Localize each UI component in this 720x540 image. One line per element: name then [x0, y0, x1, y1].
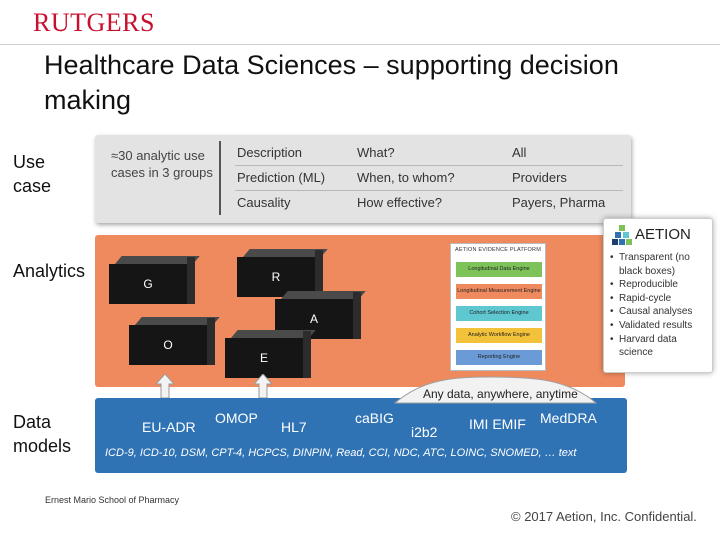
use-case-divider	[219, 141, 221, 215]
row-label-analytics: Analytics	[13, 261, 86, 281]
header-divider	[0, 44, 720, 45]
use-case-type: Description	[237, 145, 303, 160]
use-case-question: How effective?	[357, 195, 443, 210]
footer-copyright: © 2017 Aetion, Inc. Confidential.	[511, 509, 697, 524]
row-divider	[235, 165, 623, 166]
arrow-up-icon	[156, 374, 174, 398]
engine-bar: Reporting Engine	[456, 350, 542, 365]
feature-item: Reproducible	[610, 278, 712, 292]
data-model-item: caBIG	[355, 410, 394, 426]
use-case-panel: ≈30 analytic use cases in 3 groups Descr…	[95, 135, 631, 223]
cube-side	[187, 257, 195, 304]
row-label-data-models: Data models	[13, 412, 72, 456]
feature-item: Validated results	[610, 319, 712, 333]
data-model-item: MedDRA	[540, 410, 597, 426]
analytic-cube-r: R	[237, 249, 328, 297]
slide-title: Healthcare Data Sciences – supporting de…	[44, 50, 619, 115]
analytic-cube-e: E	[225, 330, 316, 378]
use-case-audience: Payers, Pharma	[512, 195, 606, 210]
bubble-caption: Any data, anywhere, anytime	[423, 387, 578, 401]
use-case-type: Prediction (ML)	[237, 170, 326, 185]
arrow-up-icon	[254, 374, 272, 398]
aetion-name: AETION	[635, 226, 691, 243]
data-bubble	[393, 376, 598, 404]
cube-label: E	[259, 351, 268, 365]
use-case-audience: All	[512, 145, 527, 160]
row-label-use-case: Use case	[13, 152, 52, 196]
use-case-audience: Providers	[512, 170, 567, 185]
feature-item: Harvard data science	[610, 333, 712, 360]
use-case-intro: ≈30 analytic use cases in 3 groups	[111, 148, 213, 180]
data-model-item: IMI EMIF	[469, 416, 526, 432]
analytics-panel: G R A O E AETION EVIDENCE PLATFORM Longi…	[95, 235, 625, 387]
data-model-item: EU-ADR	[142, 419, 196, 435]
aetion-features: Transparent (no black boxes) Reproducibl…	[610, 251, 712, 360]
rutgers-logo: RUTGERS	[33, 8, 155, 37]
cube-side	[207, 318, 215, 365]
engine-bar: Longitudinal Data Engine	[456, 262, 542, 277]
data-models-panel: EU-ADR OMOP HL7 caBIG i2b2 IMI EMIF MedD…	[95, 398, 627, 473]
cube-label: O	[163, 338, 173, 352]
platform-title: AETION EVIDENCE PLATFORM	[455, 247, 541, 253]
analytic-cube-o: O	[129, 317, 220, 365]
aetion-callout: AETION Transparent (no black boxes) Repr…	[603, 218, 713, 373]
footer-school: Ernest Mario School of Pharmacy	[45, 495, 180, 505]
data-model-item: i2b2	[411, 424, 438, 440]
data-model-item: HL7	[281, 419, 307, 435]
cube-label: R	[271, 270, 281, 284]
aetion-evidence-platform: AETION EVIDENCE PLATFORM Longitudinal Da…	[450, 243, 546, 371]
feature-item: Transparent (no black boxes)	[610, 251, 712, 278]
engine-bar: Longitudinal Measurement Engine	[456, 284, 542, 299]
coding-systems: ICD-9, ICD-10, DSM, CPT-4, HCPCS, DINPIN…	[105, 447, 577, 459]
row-divider	[235, 190, 623, 191]
use-case-row: Causality How effective? Payers, Pharma	[235, 190, 627, 215]
use-case-row: Description What? All	[235, 140, 627, 165]
use-case-question: When, to whom?	[357, 170, 455, 185]
cube-label: A	[309, 312, 318, 326]
aetion-logo-icon	[612, 225, 632, 245]
data-model-item: OMOP	[215, 410, 258, 426]
engine-bar: Analytic Workflow Engine	[456, 328, 542, 343]
use-case-row: Prediction (ML) When, to whom? Providers	[235, 165, 627, 190]
cube-side	[315, 250, 323, 297]
feature-item: Causal analyses	[610, 305, 712, 319]
cube-side	[303, 331, 311, 378]
engine-bar: Cohort Selection Engine	[456, 306, 542, 321]
use-case-question: What?	[357, 145, 395, 160]
analytic-cube-g: G	[109, 256, 200, 304]
cube-label: G	[143, 277, 153, 291]
use-case-type: Causality	[237, 195, 291, 210]
feature-item: Rapid-cycle	[610, 292, 712, 306]
cube-side	[353, 292, 361, 339]
